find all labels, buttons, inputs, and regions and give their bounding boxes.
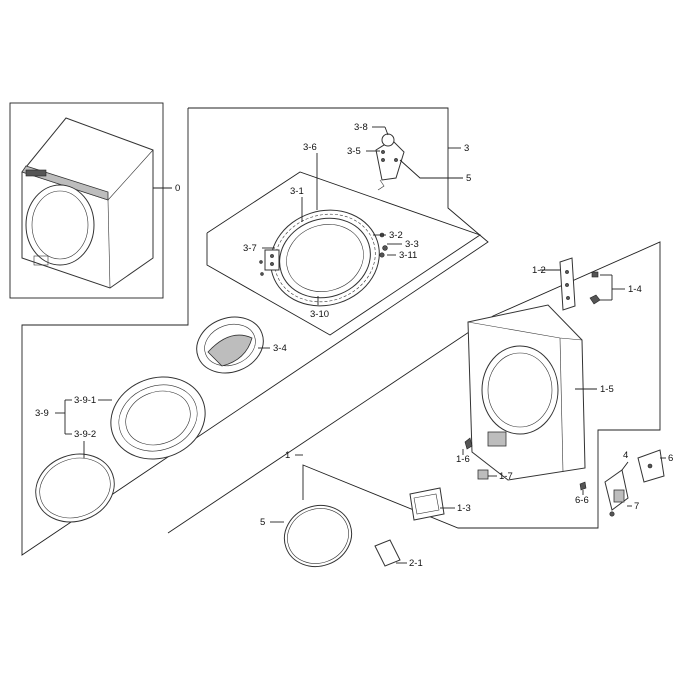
label-3-3: 3-3 bbox=[405, 239, 419, 250]
label-1-4: 1-4 bbox=[628, 284, 642, 295]
label-7: 7 bbox=[634, 501, 639, 512]
label-5-top: 5 bbox=[466, 173, 471, 184]
hinge-3-8 bbox=[375, 133, 405, 191]
label-3-9-1: 3-9-1 bbox=[74, 395, 96, 406]
label-3-11: 3-11 bbox=[399, 250, 417, 261]
label-3-9: 3-9 bbox=[35, 408, 49, 419]
callout-labels: 0 3 3-8 3-5 5 3-6 3-1 3-2 3-3 3-11 3-7 3… bbox=[35, 122, 673, 569]
part-1-7 bbox=[477, 469, 489, 480]
label-1-2: 1-2 bbox=[532, 265, 546, 276]
door-glass-3-9-2 bbox=[35, 453, 115, 523]
box-group-3 bbox=[21, 107, 489, 556]
bracket-1-3 bbox=[409, 487, 445, 521]
cover-2-1 bbox=[374, 539, 401, 567]
label-2-1: 2-1 bbox=[409, 558, 423, 569]
label-5-bottom: 5 bbox=[260, 517, 265, 528]
door-gasket-3-4 bbox=[196, 316, 264, 374]
label-3-10: 3-10 bbox=[310, 309, 329, 320]
screw-6-6 bbox=[579, 481, 587, 491]
label-3-5: 3-5 bbox=[347, 146, 361, 157]
fasteners-1-4 bbox=[589, 271, 601, 305]
label-3-8: 3-8 bbox=[354, 122, 368, 133]
hinge-bracket-1-2 bbox=[559, 257, 576, 311]
box-group-0 bbox=[9, 102, 164, 299]
label-6: 6 bbox=[668, 453, 673, 464]
label-3-9-2: 3-9-2 bbox=[74, 429, 96, 440]
label-1-7: 1-7 bbox=[499, 471, 513, 482]
cover-6 bbox=[637, 449, 665, 483]
label-4: 4 bbox=[623, 450, 628, 461]
washer-complete-unit bbox=[21, 117, 154, 289]
label-3-6: 3-6 bbox=[303, 142, 317, 153]
leader-lines bbox=[55, 126, 666, 564]
label-3-7: 3-7 bbox=[243, 243, 257, 254]
hinge-3-7 bbox=[259, 249, 280, 276]
label-3-1: 3-1 bbox=[290, 186, 304, 197]
label-3-2: 3-2 bbox=[389, 230, 403, 241]
screws-3-2-3-3-3-11 bbox=[379, 232, 388, 258]
label-1-3: 1-3 bbox=[457, 503, 471, 514]
front-panel-1-5 bbox=[467, 304, 586, 481]
door-inner-ring-3-9-1 bbox=[110, 376, 206, 460]
label-3-4: 3-4 bbox=[273, 343, 287, 354]
label-0: 0 bbox=[175, 183, 180, 194]
switch-assembly-4-7 bbox=[604, 469, 629, 517]
label-6-6: 6-6 bbox=[575, 495, 589, 506]
label-1-6: 1-6 bbox=[456, 454, 470, 465]
clip-1-6 bbox=[464, 437, 473, 450]
label-3: 3 bbox=[464, 143, 469, 154]
box-group-1 bbox=[167, 241, 661, 534]
box-group-3-6 bbox=[206, 171, 482, 336]
label-1: 1 bbox=[285, 450, 290, 461]
door-outer-frame-3-1 bbox=[270, 209, 380, 307]
label-1-5: 1-5 bbox=[600, 384, 614, 395]
bellows-ring-5 bbox=[283, 505, 353, 567]
